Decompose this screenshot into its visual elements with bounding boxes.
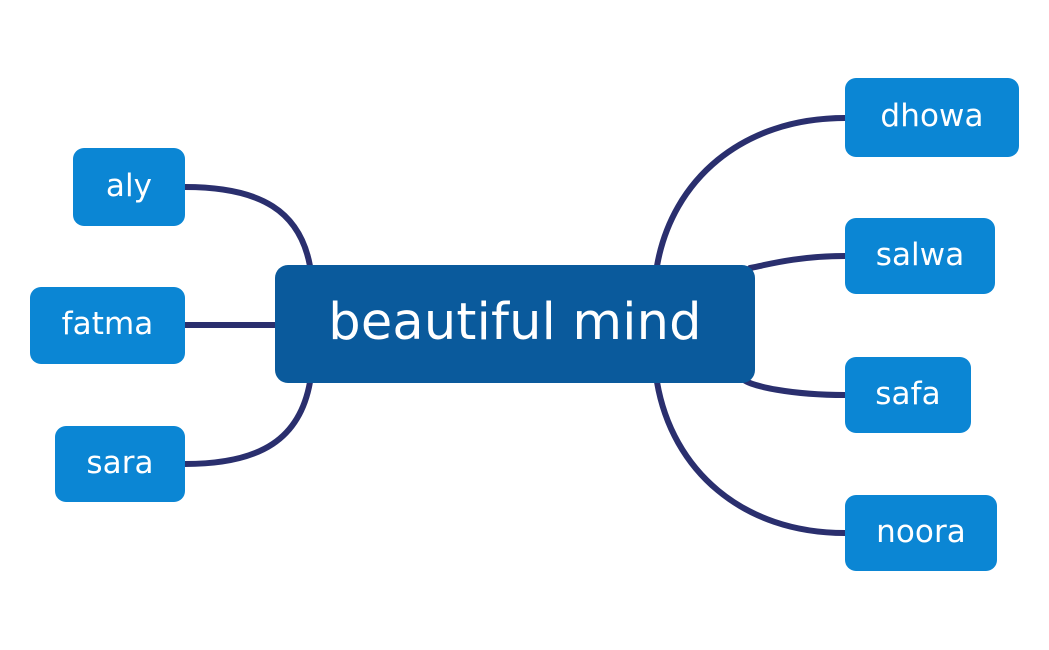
node-label: safa bbox=[875, 375, 941, 412]
mind-map-node-sara[interactable]: sara bbox=[55, 426, 185, 502]
mind-map-node-salwa[interactable]: salwa bbox=[845, 218, 995, 294]
node-label: fatma bbox=[61, 306, 154, 342]
node-label: aly bbox=[105, 167, 153, 204]
connector-root-dhowa bbox=[654, 115, 848, 269]
mind-map-root-node[interactable]: beautiful mind bbox=[275, 265, 755, 383]
mind-map-node-noora[interactable]: noora bbox=[845, 495, 997, 571]
node-label: noora bbox=[876, 513, 966, 550]
mind-map-node-fatma[interactable]: fatma bbox=[30, 287, 185, 364]
root-node-label: beautiful mind bbox=[328, 292, 702, 352]
connector-root-noora bbox=[654, 379, 848, 536]
connector-root-aly bbox=[182, 184, 313, 269]
connector-root-safa bbox=[741, 377, 848, 398]
mind-map-node-aly[interactable]: aly bbox=[73, 148, 185, 226]
connector-root-sara bbox=[182, 379, 313, 467]
connector-root-salwa bbox=[747, 253, 848, 271]
node-label: dhowa bbox=[880, 98, 984, 134]
node-label: sara bbox=[86, 444, 154, 481]
node-label: salwa bbox=[875, 236, 965, 273]
mind-map-node-dhowa[interactable]: dhowa bbox=[845, 78, 1019, 157]
mind-map-node-safa[interactable]: safa bbox=[845, 357, 971, 433]
